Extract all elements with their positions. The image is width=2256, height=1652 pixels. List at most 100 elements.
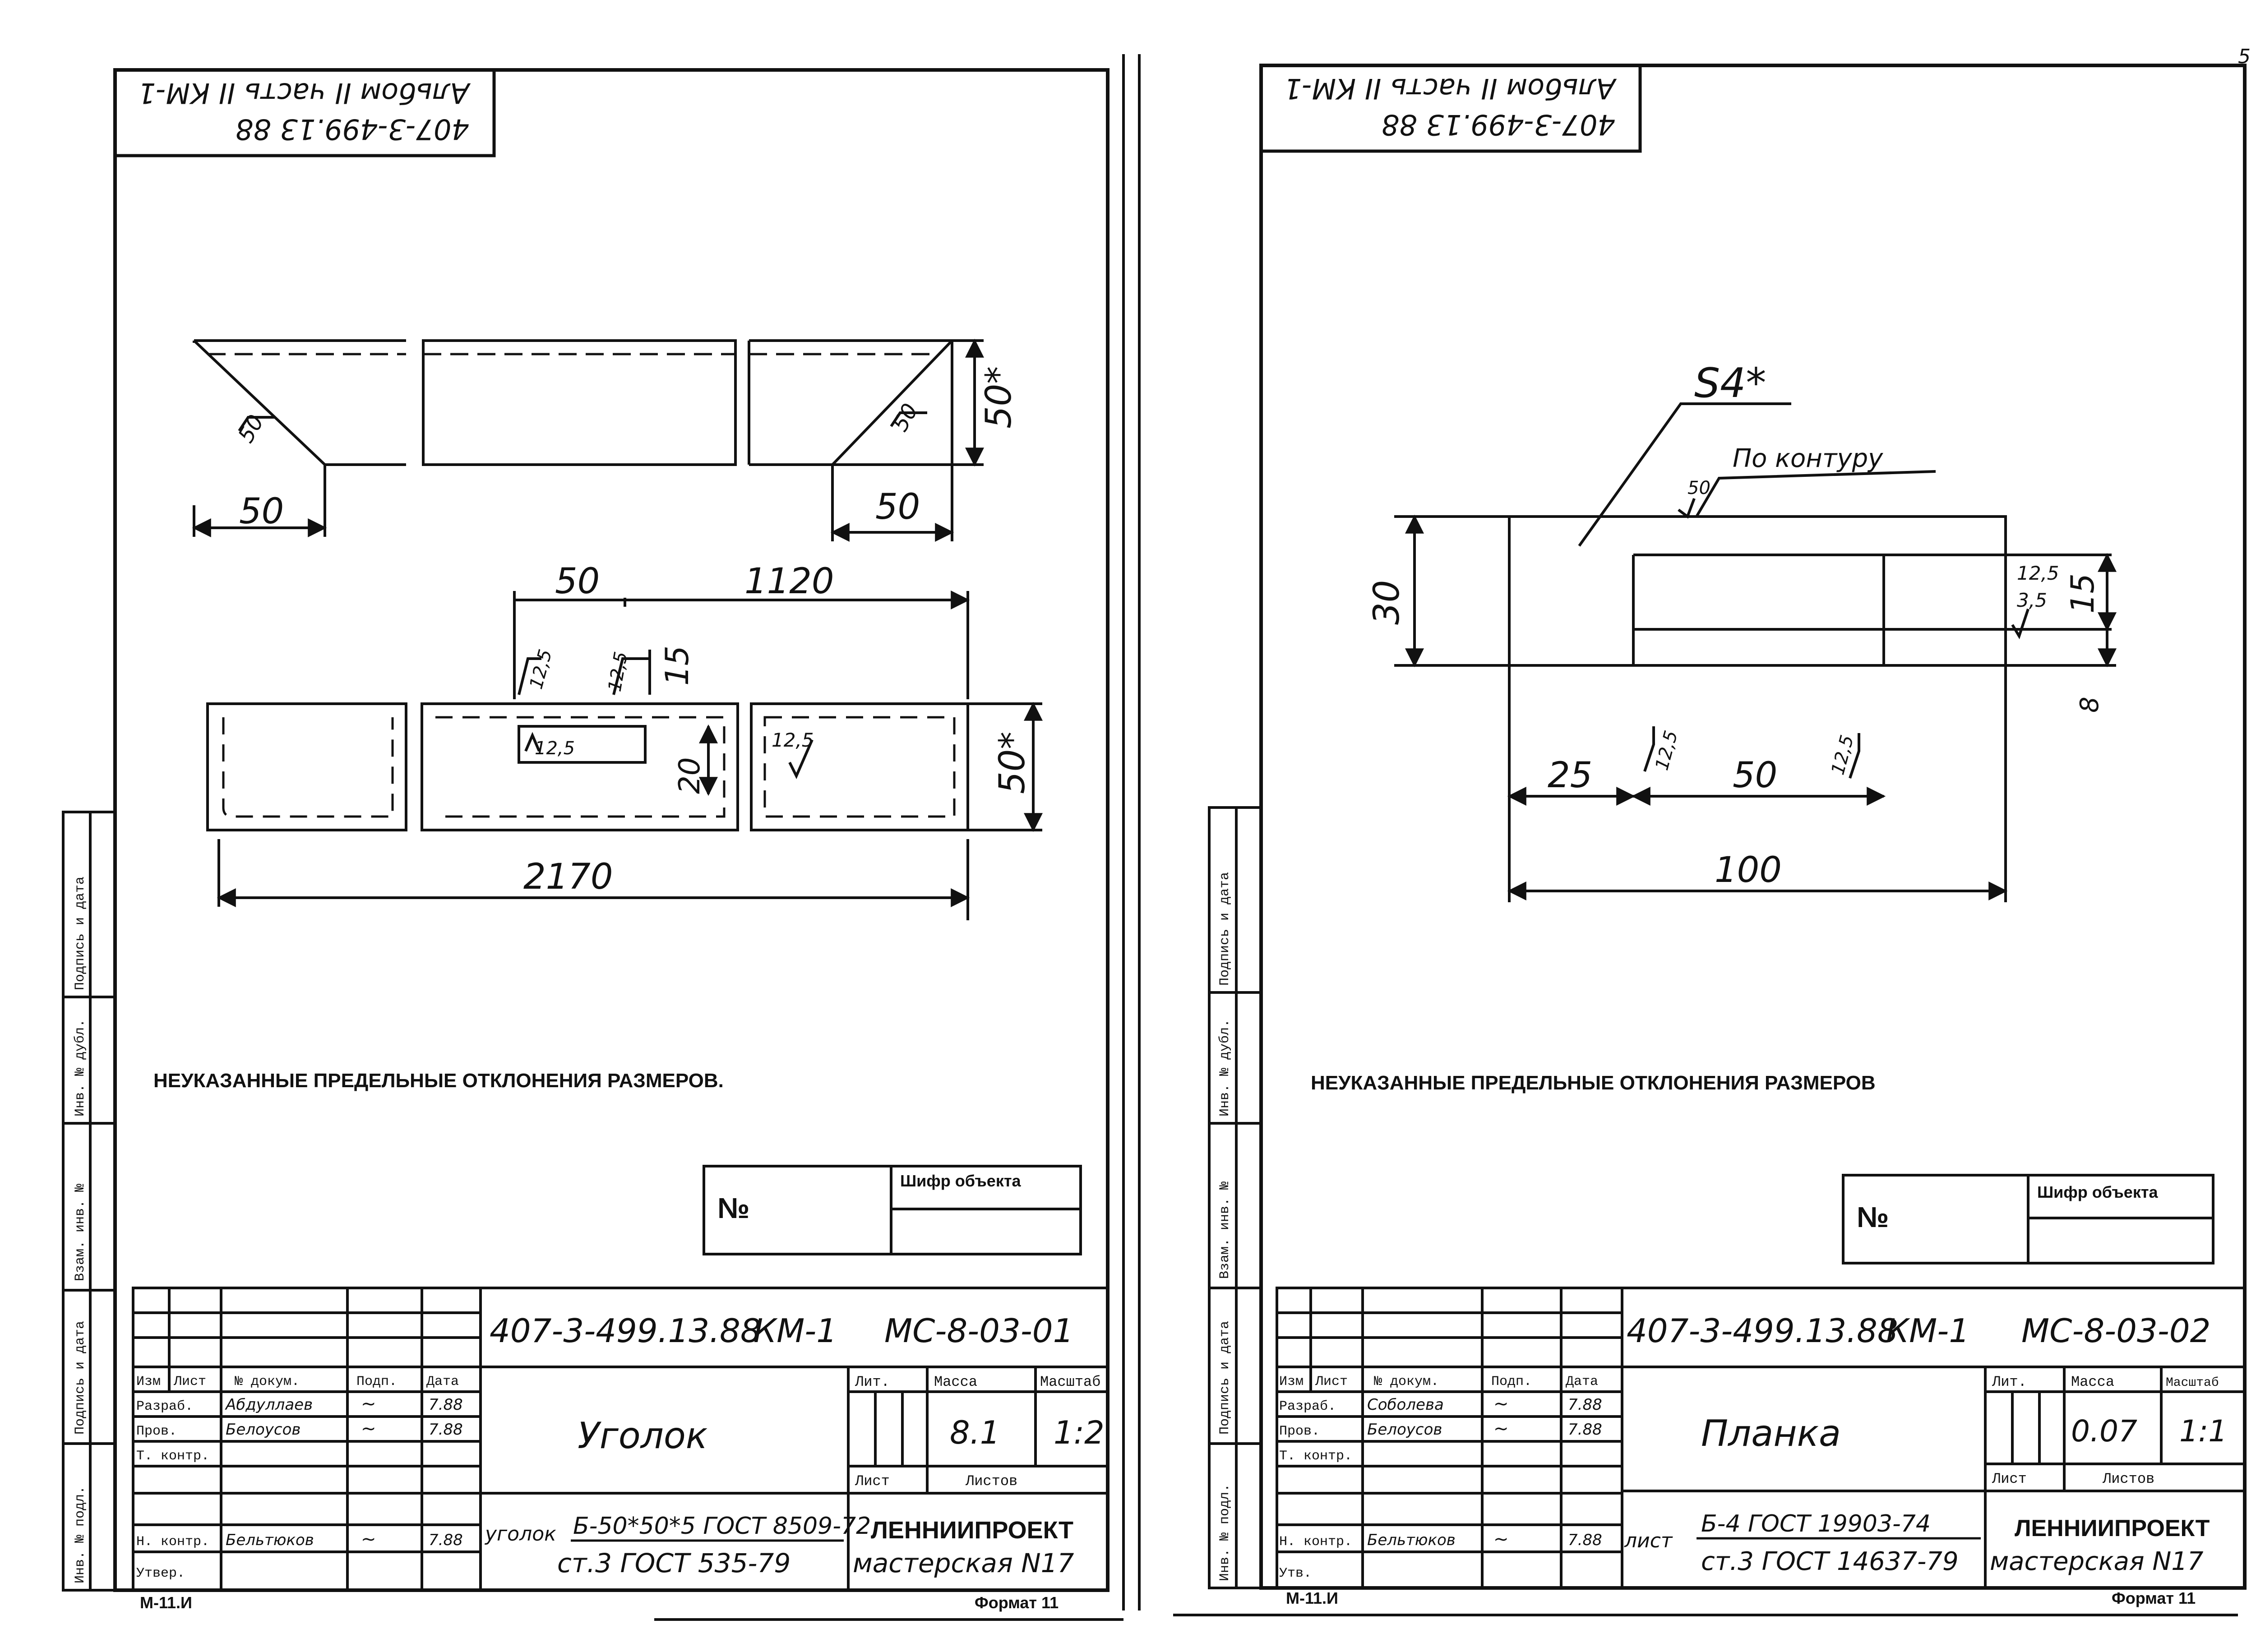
right-tb-scale: 1:1	[2179, 1414, 2227, 1449]
left-bottom-dashes	[222, 716, 956, 818]
left-tb-role-0: Разраб.	[136, 1399, 193, 1414]
right-tb-org2: мастерская N17	[1990, 1547, 2204, 1576]
right-dim-r-left: 12,5	[1651, 729, 1682, 773]
left-dim-bottom-height: 50*	[992, 732, 1033, 794]
right-tb-form: М-11.И	[1286, 1589, 1338, 1607]
right-tb-sign-1: ~	[1493, 1418, 1509, 1439]
left-sheet: 407-3-499.13 88 Альбом II часть II КМ-1	[62, 68, 1110, 1612]
right-object-box	[1842, 1174, 2214, 1264]
left-tb-date-1: 7.88	[429, 1421, 463, 1439]
right-tb-org1: ЛЕННИИПРОЕКТ	[2015, 1515, 2210, 1541]
right-tb-role-0: Разраб.	[1279, 1399, 1336, 1414]
left-tb-sign-0: ~	[361, 1394, 376, 1414]
right-tb-name: Планка	[1701, 1412, 1841, 1454]
left-tb-material1: Б-50*50*5 ГОСТ 8509-72	[573, 1513, 871, 1540]
left-tb-org1: ЛЕННИИПРОЕКТ	[871, 1517, 1073, 1544]
right-part	[1394, 402, 2117, 902]
left-dim-r-b: 12,5	[605, 650, 632, 693]
right-dim-weld-s: S4*	[1694, 360, 1766, 407]
left-dim-weld-b: 50	[888, 399, 923, 436]
right-dim-w100: 100	[1715, 850, 1782, 891]
right-tb-name-0: Соболева	[1367, 1396, 1444, 1414]
left-tb-role-3: Н. контр.	[136, 1534, 209, 1550]
right-tb-head-list: Лист	[1315, 1374, 1348, 1389]
center-divider	[1122, 54, 1141, 1610]
left-side-4: Подпись и дата	[73, 877, 88, 990]
right-dim-h8: 8	[2075, 697, 2104, 713]
left-tb-scale: 1:2	[1054, 1414, 1105, 1451]
left-tb-format: Формат 11	[975, 1593, 1059, 1612]
left-tb-date-3: 7.88	[429, 1531, 463, 1549]
left-side-2: Взам. инв. №	[73, 1184, 88, 1281]
left-object-box	[703, 1165, 1082, 1255]
right-tb-name-1: Белоусов	[1367, 1421, 1442, 1439]
left-tb-name-3: Бельтюков	[226, 1531, 314, 1549]
left-dim-overall: 2170	[523, 857, 613, 897]
left-tb-name-1: Белоусов	[226, 1421, 300, 1439]
right-tb-material2: ст.3 ГОСТ 14637-79	[1701, 1547, 1959, 1576]
right-tb-head-date: Дата	[1566, 1374, 1598, 1389]
left-tb-head-doc: № докум.	[235, 1374, 300, 1389]
right-frame	[1259, 64, 2247, 1590]
left-side-3: Инв. № дубл.	[73, 1019, 88, 1117]
left-dim-top-right: 50	[875, 487, 920, 527]
left-bottom-part	[206, 591, 1043, 920]
right-tb-name-3: Бельтюков	[1367, 1531, 1456, 1549]
right-tb-km: КМ-1	[1886, 1312, 1969, 1350]
left-tb-material-prefix: уголок	[484, 1523, 556, 1546]
right-tb-head-izm: Изм	[1279, 1374, 1304, 1389]
right-side-2: Взам. инв. №	[1217, 1181, 1233, 1279]
right-tb-material-prefix: лист	[1624, 1529, 1673, 1552]
left-tb-head-list: Лист	[173, 1374, 206, 1389]
left-tb-lit: Лит.	[855, 1374, 890, 1390]
left-top-stamp: 407-3-499.13 88 Альбом II часть II КМ-1	[113, 68, 496, 157]
left-tb-role-4: Утвер.	[136, 1566, 185, 1581]
left-dim-bottom-seg: 50	[555, 561, 600, 602]
right-tb-date-0: 7.88	[1568, 1396, 1602, 1414]
left-tb-km: КМ-1	[754, 1312, 837, 1350]
right-tb-date-3: 7.88	[1568, 1531, 1602, 1549]
right-dim-r50: 50	[1687, 478, 1710, 498]
left-tb-head-date: Дата	[426, 1374, 459, 1389]
left-dim-top-left: 50	[239, 491, 284, 532]
right-obj-no: №	[1857, 1201, 1889, 1233]
left-obj-cipher: Шифр объекта	[900, 1172, 1021, 1190]
right-dim-contour: По контуру	[1733, 444, 1883, 473]
right-dim-r1: 12,5	[2017, 562, 2059, 584]
right-side-4: Подпись и дата	[1217, 872, 1233, 986]
right-dim-h30: 30	[1367, 580, 1407, 625]
left-dim-15: 15	[659, 646, 696, 686]
left-tb-org2: мастерская N17	[853, 1548, 1074, 1578]
bottom-rule	[654, 1614, 2238, 1621]
right-obj-cipher: Шифр объекта	[2037, 1183, 2158, 1201]
left-dim-top-height: 50*	[979, 366, 1019, 429]
left-tb-mass: 8.1	[950, 1414, 1000, 1451]
left-tb-name-0: Абдуллаев	[225, 1396, 313, 1414]
left-title-block	[132, 1287, 1109, 1592]
left-tb-listov: Листов	[965, 1473, 1017, 1490]
right-stamp-line1: 407-3-499.13 88	[1382, 108, 1615, 141]
right-note: НЕУКАЗАННЫЕ ПРЕДЕЛЬНЫЕ ОТКЛОНЕНИЯ РАЗМЕР…	[1311, 1072, 1876, 1094]
left-dim-hole-h: 20	[673, 757, 707, 794]
right-tb-role-3: Н. контр.	[1279, 1534, 1352, 1550]
left-top-part	[192, 338, 984, 542]
left-tb-sheet-code: МС-8-03-01	[884, 1312, 1073, 1350]
left-dim-hole-r: 12,5	[535, 738, 575, 759]
right-tb-sheet-code: МС-8-03-02	[2021, 1312, 2210, 1350]
left-obj-no: №	[717, 1192, 749, 1224]
left-tb-mass-label: Масса	[934, 1374, 977, 1390]
right-side-3: Инв. № дубл.	[1217, 1019, 1233, 1117]
right-sheet: 407-3-499.13 88 Альбом II часть II КМ-1	[1208, 64, 2247, 1607]
right-dim-w50: 50	[1733, 755, 1777, 796]
left-tb-role-2: Т. контр.	[136, 1449, 209, 1464]
right-tb-material1: Б-4 ГОСТ 19903-74	[1701, 1510, 1931, 1537]
left-side-1: Подпись и дата	[73, 1321, 88, 1435]
left-tb-scale-label: Масштаб	[1040, 1374, 1100, 1390]
left-side-0: Инв. № подл.	[73, 1486, 88, 1583]
left-tb-name: Уголок	[578, 1415, 707, 1457]
right-dim-w25: 25	[1548, 755, 1592, 796]
right-dim-r2: 3,5	[2017, 589, 2047, 611]
left-dim-r-a: 12,5	[526, 647, 556, 692]
left-note: НЕУКАЗАННЫЕ ПРЕДЕЛЬНЫЕ ОТКЛОНЕНИЯ РАЗМЕР…	[153, 1070, 724, 1092]
left-tb-form: М-11.И	[140, 1593, 192, 1612]
